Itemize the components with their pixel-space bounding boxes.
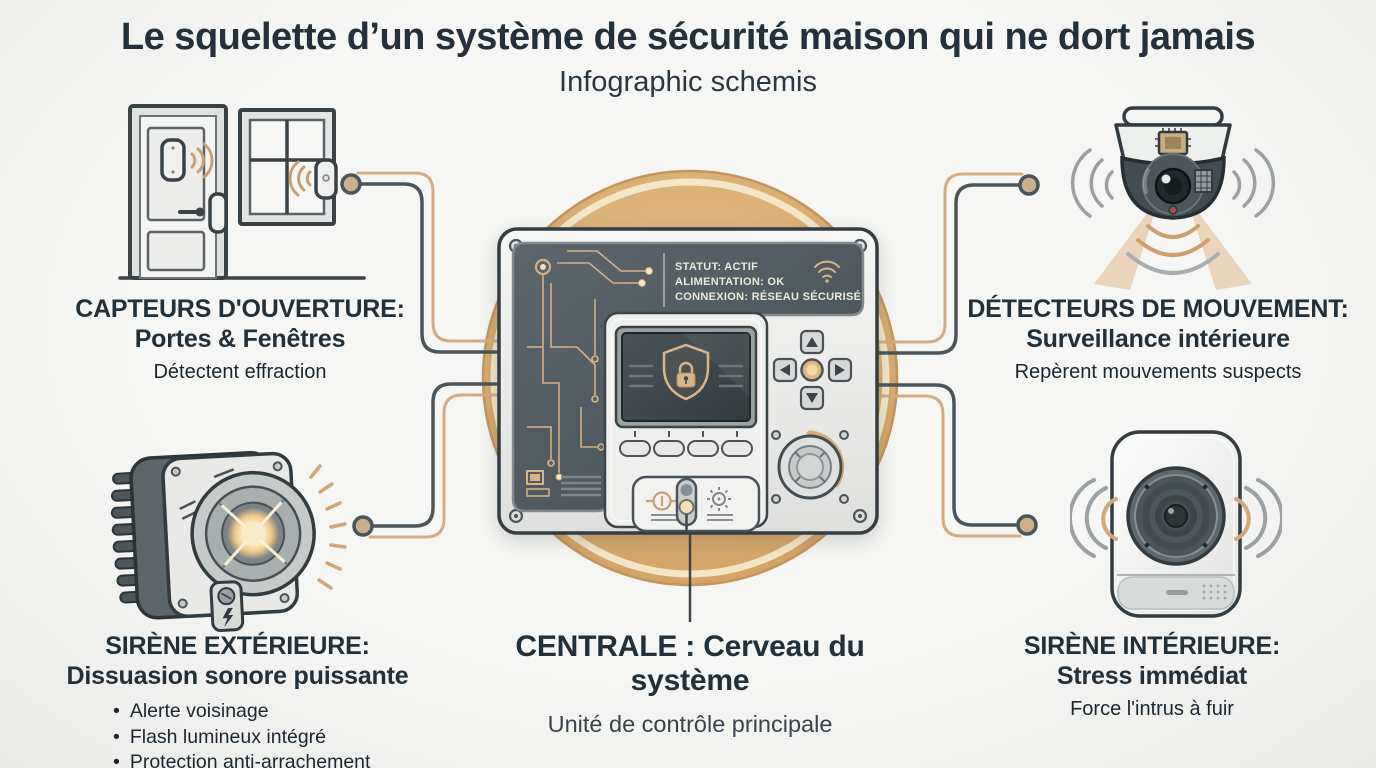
siren-bracket [209, 580, 245, 633]
function-button-1 [619, 440, 651, 457]
power-dial-underlines [651, 514, 677, 521]
tab-center-pill [675, 477, 698, 533]
connector-interior-siren [836, 383, 1038, 538]
arrow-left-icon [780, 364, 790, 376]
circuit-traces [527, 250, 647, 473]
gold-connector-dot [678, 499, 695, 515]
connector-dot [340, 173, 362, 195]
wifi-icon [814, 260, 840, 283]
bullet-item: Protection anti-arrachement [113, 750, 420, 768]
openings-description: Détectent effraction [153, 361, 327, 383]
node-motion: DÉTECTEURS DE MOUVEMENT: Surveillance in… [963, 295, 1353, 384]
function-button-3 [687, 440, 719, 457]
function-button-2 [653, 440, 685, 457]
camera-status-led [1168, 205, 1178, 215]
node-openings: CAPTEURS D'OUVERTURE: Portes & Fenêtres … [65, 295, 415, 384]
sound-arcs-right [1234, 478, 1282, 558]
central-subtitle: Unité de contrôle principale [547, 711, 833, 737]
door-icon [128, 104, 228, 280]
motion-description: Repèrent mouvements suspects [1014, 361, 1302, 383]
bullet-item: Alerte voisinage [113, 699, 420, 725]
interior-siren-icon [1110, 430, 1242, 618]
status-line-statut: STATUT: ACTIF [675, 261, 758, 273]
status-line-connexion: CONNEXION: RÉSEAU SÉCURISÉ [675, 290, 861, 303]
central-panel-illustration: STATUT: ACTIF ALIMENTATION: OK CONNEXION… [497, 227, 879, 535]
bullet-item: Flash lumineux intégré [113, 725, 420, 751]
speaker-icon [1126, 466, 1226, 566]
exterior-siren-title: SIRÈNE EXTÉRIEURE: Dissuasion sonore pui… [66, 632, 409, 690]
rotary-dial [771, 430, 849, 504]
signal-arcs [190, 142, 214, 179]
connector-openings [340, 171, 542, 354]
exterior-siren-icon [110, 450, 316, 633]
function-button-4 [721, 440, 753, 457]
window-icon [238, 108, 338, 226]
openings-title: CAPTEURS D'OUVERTURE: Portes & Fenêtres [75, 295, 405, 353]
gear-underlines [707, 514, 733, 521]
camera-mount [1122, 106, 1224, 127]
connector-exterior-siren [352, 382, 542, 539]
connector-dot [352, 515, 374, 537]
motion-arcs-gray-lower [1126, 252, 1220, 275]
connector-dot [1016, 514, 1038, 536]
central-title: CENTRALE : Cerveau du système [515, 630, 865, 697]
function-button-ticks [634, 431, 738, 437]
siren-slot [1166, 590, 1188, 595]
node-interior-siren: SIRÈNE INTÉRIEURE: Stress immédiat Force… [962, 632, 1342, 721]
arrow-down-icon [806, 393, 818, 403]
dome-camera-icon [1070, 106, 1276, 290]
camera-beam-left [1094, 196, 1160, 290]
dome-camera-illustration [1070, 106, 1276, 290]
flash-dashes [309, 464, 347, 590]
signal-arcs [288, 160, 312, 197]
door-sensor [160, 138, 186, 182]
motion-title: DÉTECTEURS DE MOUVEMENT: Surveillance in… [967, 295, 1349, 353]
display-side-lines [628, 364, 744, 388]
lightning-icon [222, 607, 234, 628]
siren-grille-dots [1202, 584, 1227, 600]
exterior-siren-bullets: Alerte voisinage Flash lumineux intégré … [55, 699, 420, 768]
gear-icon [707, 487, 731, 511]
node-exterior-siren: SIRÈNE EXTÉRIEURE: Dissuasion sonore pui… [55, 632, 420, 768]
dpad [772, 329, 853, 411]
board-vent-lines [561, 475, 601, 497]
connector-motion [836, 172, 1040, 355]
status-line-alimentation: ALIMENTATION: OK [675, 276, 785, 288]
exterior-siren-illustration [110, 450, 347, 633]
shield-lock-icon [662, 343, 710, 401]
interior-siren-description: Force l'intrus à fuir [1070, 698, 1234, 720]
page-subtitle: Infographic schemis [559, 65, 817, 98]
camera-beam-right [1186, 196, 1252, 290]
interior-siren-title: SIRÈNE INTÉRIEURE: Stress immédiat [1023, 632, 1281, 690]
circuit-pads [540, 264, 653, 481]
power-dial-icon [646, 491, 678, 511]
door-latch [208, 192, 228, 234]
chip-icon [1155, 128, 1191, 156]
interior-siren-illustration [1070, 430, 1282, 618]
board-chip-icon [526, 470, 550, 497]
page-title: Le squelette d’un système de sécurité ma… [120, 16, 1256, 58]
sound-arcs-left [1070, 478, 1118, 558]
arrow-up-icon [806, 337, 818, 347]
camera-grille [1194, 169, 1213, 193]
motion-arcs-tan [1136, 224, 1210, 257]
door-window-sensors-illustration [118, 104, 366, 280]
header: Le squelette d’un système de sécurité ma… [0, 16, 1376, 99]
arrow-right-icon [835, 364, 845, 376]
node-central: CENTRALE : Cerveau du système Unité de c… [453, 630, 927, 738]
connector-dot [1018, 174, 1040, 196]
sound-arcs-gray [1070, 148, 1276, 218]
